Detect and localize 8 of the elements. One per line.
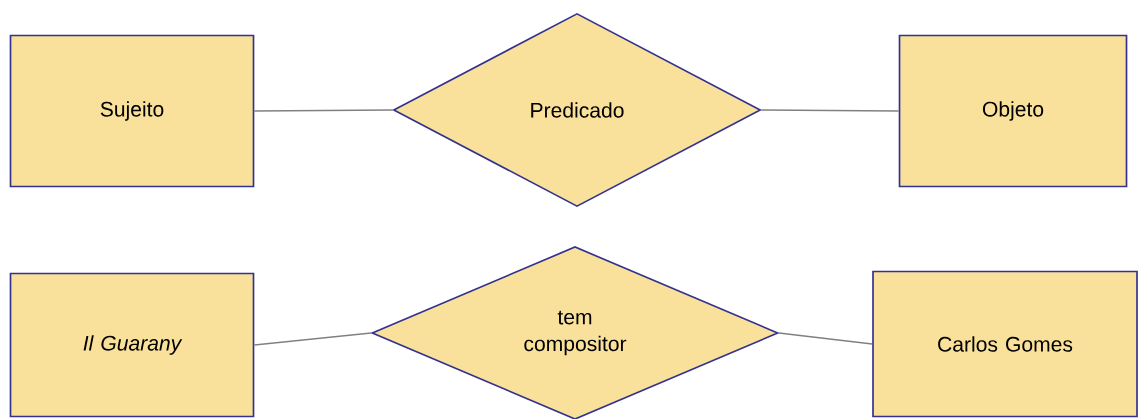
connector-line [778,332,873,345]
connector-line [760,109,900,112]
entity-box: Il Guarany [9,272,255,418]
connector-line [253,332,372,346]
entity-box: Carlos Gomes [872,270,1138,418]
entity-box: Sujeito [9,34,255,188]
entity-box: Objeto [898,34,1128,188]
connector-line [253,109,394,112]
